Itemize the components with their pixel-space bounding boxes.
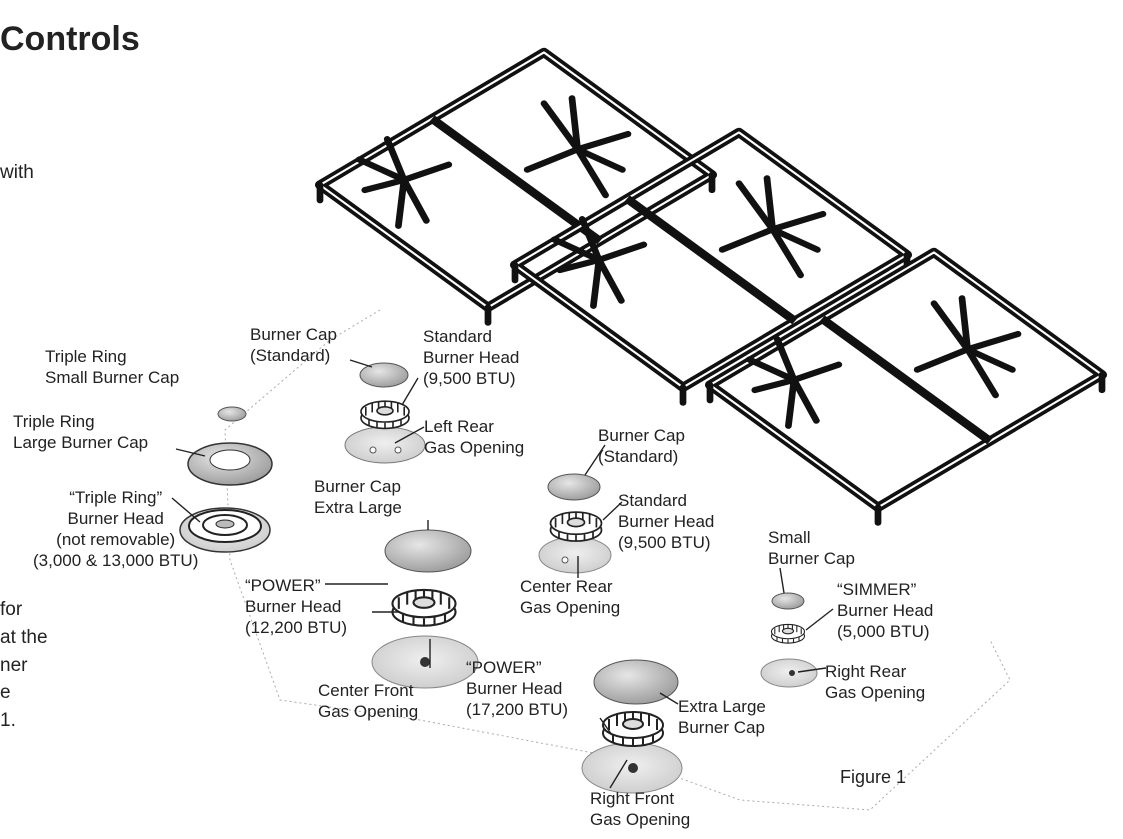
right-front-head-label: “POWER”Burner Head(17,200 BTU)	[466, 658, 569, 719]
right-front-burner-cap	[593, 659, 679, 705]
left-rear-burner-cap	[359, 362, 409, 388]
body-text-fragment: with	[0, 162, 34, 183]
section-heading: Controls	[0, 20, 140, 58]
left-rear-cap-label: Burner Cap(Standard)	[250, 325, 337, 365]
leader-lines	[171, 359, 834, 789]
right-rear-burner-cap	[771, 592, 805, 610]
left-rear-burner-base	[344, 426, 426, 464]
center-front-head-label: “POWER”Burner Head(12,200 BTU)	[245, 576, 348, 637]
right-front-burner-head	[602, 711, 664, 747]
figure-caption: Figure 1	[840, 767, 907, 787]
center-front-burner-head	[391, 588, 457, 627]
right-rear-burner-base	[760, 658, 818, 688]
center-rear-burner-cap	[547, 473, 601, 501]
triple-ring-burner-head-label: “Triple Ring”Burner Head(not removable)(…	[33, 488, 199, 570]
triple-ring-large-cap	[187, 442, 273, 486]
triple-ring-small-cap	[217, 406, 247, 422]
center-front-burner-base	[371, 635, 479, 689]
body-text-fragment: for	[0, 599, 23, 620]
grate-right	[710, 252, 1102, 522]
center-rear-burner-head	[549, 511, 603, 542]
body-text-fragment: e	[0, 682, 11, 703]
triple-ring-burner-head	[179, 507, 271, 553]
right-rear-head-label: “SIMMER”Burner Head(5,000 BTU)	[837, 580, 934, 641]
body-text-fragment: 1.	[0, 710, 16, 731]
right-rear-burner-head	[770, 623, 806, 644]
cooktop-outline	[224, 309, 1011, 811]
right-front-burner-base	[581, 742, 683, 794]
center-rear-cap-label: Burner Cap(Standard)	[598, 426, 685, 466]
body-text-fragment: ner	[0, 655, 28, 676]
center-rear-burner-base	[538, 536, 612, 574]
body-text-fragment: at the	[0, 627, 48, 648]
left-rear-burner-head	[360, 400, 410, 430]
center-front-burner-cap	[384, 529, 472, 573]
